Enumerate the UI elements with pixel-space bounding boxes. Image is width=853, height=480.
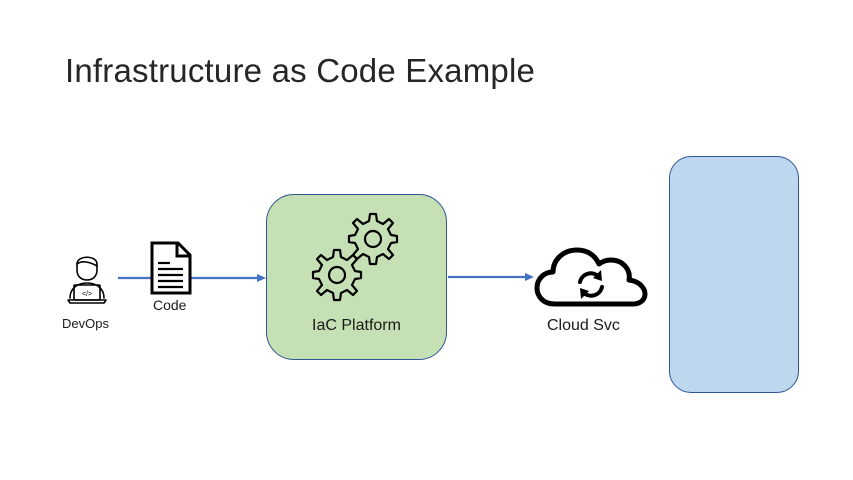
- document-icon: [150, 241, 192, 295]
- node-target-box: [669, 156, 799, 393]
- iac-platform-label: IaC Platform: [312, 317, 401, 334]
- slide-title: Infrastructure as Code Example: [65, 52, 536, 89]
- arrow-devops-to-platform: [118, 274, 266, 282]
- node-iac-platform: IaC Platform: [266, 194, 447, 360]
- cloud-sync-icon: [534, 247, 648, 307]
- developer-laptop-icon: </>: [67, 256, 107, 304]
- code-label: Code: [153, 297, 187, 313]
- svg-text:</>: </>: [82, 291, 92, 298]
- gears-icon: [311, 212, 399, 302]
- arrow-platform-to-cloud: [448, 273, 534, 281]
- cloud-svc-label: Cloud Svc: [547, 317, 620, 334]
- devops-label: DevOps: [62, 316, 109, 331]
